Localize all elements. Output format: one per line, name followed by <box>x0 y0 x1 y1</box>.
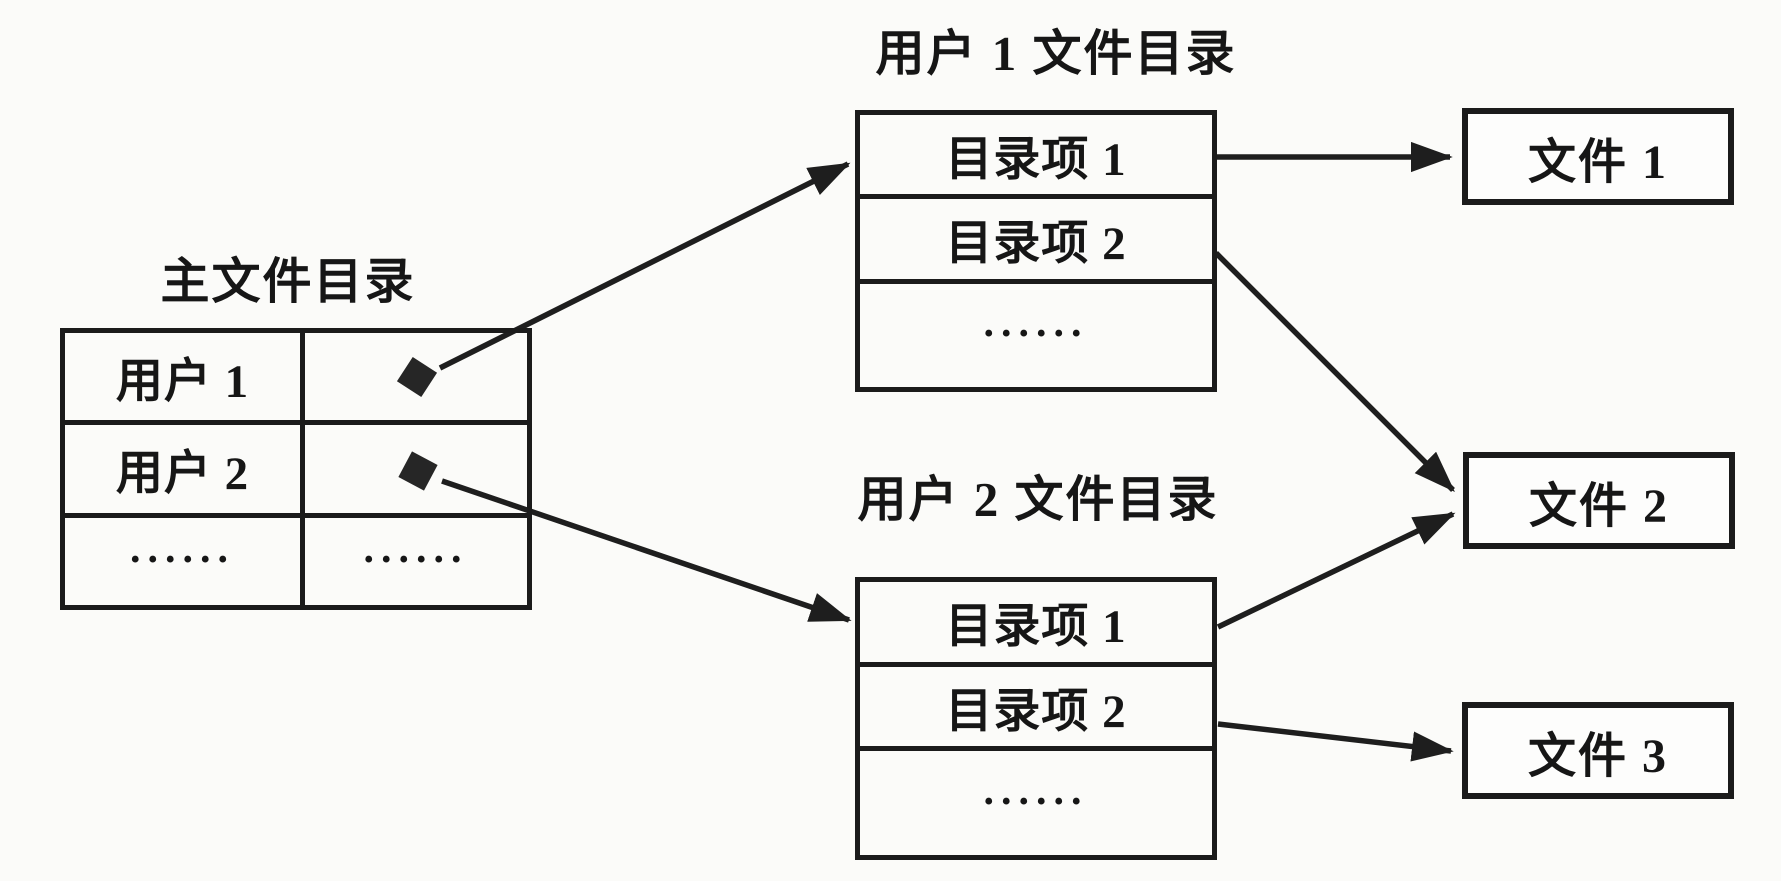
master-cell-ellipsis-name: ...... <box>65 517 305 605</box>
master-row-user2: 用户 2 <box>65 420 527 513</box>
file2-box: 文件 2 <box>1463 452 1735 549</box>
arrow-user2-entry1-to-file2 <box>1216 511 1456 630</box>
file1-label: 文件 1 <box>1527 135 1668 189</box>
arrow-user2-entry2-to-file3 <box>1217 721 1454 762</box>
master-directory-title: 主文件目录 <box>160 254 416 309</box>
master-row-user1: 用户 1 <box>65 333 527 421</box>
user2-entry-1: 目录项 1 <box>945 601 1127 654</box>
file3-label: 文件 3 <box>1527 729 1668 783</box>
user2-entry-ellipsis: ...... <box>860 746 1212 855</box>
user1-entry-2: 目录项 2 <box>860 194 1212 278</box>
master-row-ellipsis: ...... ...... <box>65 512 527 605</box>
file3-box: 文件 3 <box>1462 702 1734 799</box>
master-cell-user2-pointer <box>305 425 527 512</box>
user2-entry-2: 目录项 2 <box>860 661 1212 747</box>
user2-directory-table: 目录项 1 目录项 2 ...... <box>855 577 1217 860</box>
file2-label: 文件 2 <box>1528 479 1669 533</box>
user1-entry-1: 目录项 1 <box>945 134 1127 187</box>
master-directory-table: 用户 1 用户 2 ...... ...... <box>60 328 532 610</box>
master-cell-ellipsis-pointer: ...... <box>363 526 469 573</box>
user1-directory-title: 用户 1 文件目录 <box>875 26 1237 81</box>
master-cell-user2-name: 用户 2 <box>65 425 305 513</box>
user2-directory-title: 用户 2 文件目录 <box>857 472 1219 527</box>
master-cell-user1-name: 用户 1 <box>65 333 305 421</box>
user1-directory-table: 目录项 1 目录项 2 ...... <box>855 110 1217 392</box>
file1-box: 文件 1 <box>1462 108 1734 205</box>
user1-entry-ellipsis: ...... <box>860 278 1212 387</box>
master-cell-user1-pointer <box>305 333 527 420</box>
arrow-user1-entry2-to-file2 <box>1214 251 1455 492</box>
